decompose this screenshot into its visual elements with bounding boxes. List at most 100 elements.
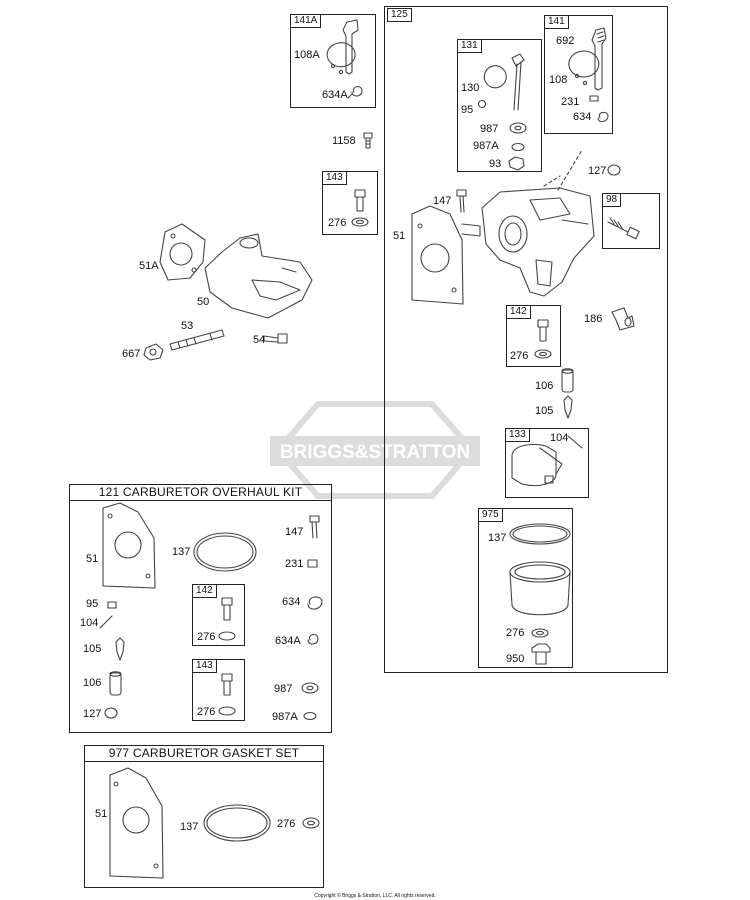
kit-label-634A: 634A [275, 635, 301, 647]
label-987A: 987A [473, 140, 499, 152]
label-127: 127 [588, 165, 607, 177]
label-950: 950 [506, 653, 525, 665]
main-jet-142 [534, 319, 552, 359]
kit-pin-104 [99, 615, 113, 629]
copyright-notice: Copyright © Briggs & Stratton, LLC. All … [314, 893, 436, 899]
throttle-shaft-108A [326, 19, 359, 75]
box-141A [290, 14, 376, 108]
kit-box-143 [192, 659, 245, 721]
label-104: 104 [550, 432, 569, 444]
watermark-text: BRIGGS&STRATTON [280, 442, 470, 463]
kit-label-147: 147 [285, 526, 304, 538]
label-51A: 51A [139, 260, 159, 272]
label-634: 634 [573, 111, 592, 123]
washer-127 [607, 164, 621, 176]
kit-gasket-51 [102, 502, 156, 589]
label-276-b: 276 [510, 350, 529, 362]
assembly-box-125 [384, 6, 668, 673]
kit-label-137: 137 [172, 546, 191, 558]
kit-screw-95 [107, 601, 117, 609]
gasket-set-label-276: 276 [277, 818, 296, 830]
kit-121-box [69, 484, 332, 733]
kit-label-276-b: 276 [197, 706, 216, 718]
kit-label-987A: 987A [272, 711, 298, 723]
kit-label-51: 51 [86, 553, 99, 565]
tag-141: 141 [544, 15, 569, 29]
carburetor-body [461, 149, 595, 297]
tag-975: 975 [478, 508, 503, 522]
kit-o-ring-137 [193, 532, 257, 572]
kit-label-127: 127 [83, 708, 102, 720]
kit-washer-987 [301, 682, 319, 694]
kit-121-title: 121 CARBURETOR OVERHAUL KIT [98, 485, 303, 499]
kit-spring-634A [307, 634, 319, 645]
kit-washer-127 [104, 707, 118, 719]
tag-133: 133 [505, 428, 530, 442]
kit-977-title: 977 CARBURETOR GASKET SET [108, 746, 300, 760]
kit-label-987: 987 [274, 683, 293, 695]
label-137: 137 [488, 532, 507, 544]
label-1158: 1158 [332, 135, 356, 147]
kit-label-106: 106 [83, 677, 102, 689]
gasket-set-51 [109, 767, 164, 879]
box-142 [506, 305, 561, 367]
label-276-c: 276 [506, 627, 525, 639]
label-51: 51 [393, 230, 406, 242]
gasket-set-label-51: 51 [95, 808, 108, 820]
label-276-a: 276 [328, 217, 347, 229]
gasket-51A [159, 223, 206, 281]
screw-54 [263, 333, 288, 344]
seat-106 [561, 368, 574, 393]
box-133 [505, 428, 589, 498]
kit-label-104: 104 [80, 617, 99, 629]
label-147: 147 [433, 195, 452, 207]
washer-987 [509, 122, 527, 134]
kit-seat-106 [109, 671, 122, 696]
tag-125: 125 [387, 8, 412, 22]
float-bowl [509, 561, 571, 616]
box-141 [544, 15, 613, 134]
box-131 [457, 39, 542, 172]
kit-tag-142: 142 [192, 584, 217, 598]
o-ring-137 [509, 523, 571, 545]
box-98 [602, 193, 660, 249]
gasket-51 [411, 205, 464, 305]
kit-label-105: 105 [83, 643, 102, 655]
idle-assembly-130 [477, 53, 525, 111]
tag-142: 142 [506, 305, 531, 319]
washer-276 [531, 628, 549, 638]
tag-143: 143 [322, 171, 347, 185]
needle-105 [563, 395, 573, 419]
label-108A: 108A [294, 49, 320, 61]
kit-screw-147 [309, 515, 320, 539]
kit-spring-634 [307, 596, 323, 610]
label-130: 130 [461, 82, 480, 94]
kit-box-142 [192, 584, 245, 646]
label-634A: 634A [322, 89, 348, 101]
gasket-set-washer-276 [302, 817, 320, 829]
kit-label-95: 95 [86, 598, 99, 610]
nut-667 [143, 343, 164, 361]
label-186: 186 [584, 313, 603, 325]
jet-143 [351, 189, 369, 227]
kit-screw-231 [307, 559, 318, 568]
kit-label-634: 634 [282, 596, 301, 608]
label-987: 987 [480, 123, 499, 135]
idle-needle-98 [607, 217, 640, 240]
fuel-elbow-186 [611, 307, 635, 331]
tag-141A: 141A [290, 14, 322, 28]
label-93: 93 [489, 158, 502, 170]
fitting-93 [508, 156, 525, 171]
spring-634A [347, 86, 363, 99]
label-108: 108 [549, 74, 568, 86]
kit-label-231: 231 [285, 558, 304, 570]
label-95: 95 [461, 104, 474, 116]
kit-needle-105 [115, 637, 125, 661]
float-133 [511, 435, 583, 487]
kit-977-box [84, 745, 324, 888]
intake-elbow-50 [204, 233, 313, 319]
kit-jet-142 [218, 597, 236, 641]
